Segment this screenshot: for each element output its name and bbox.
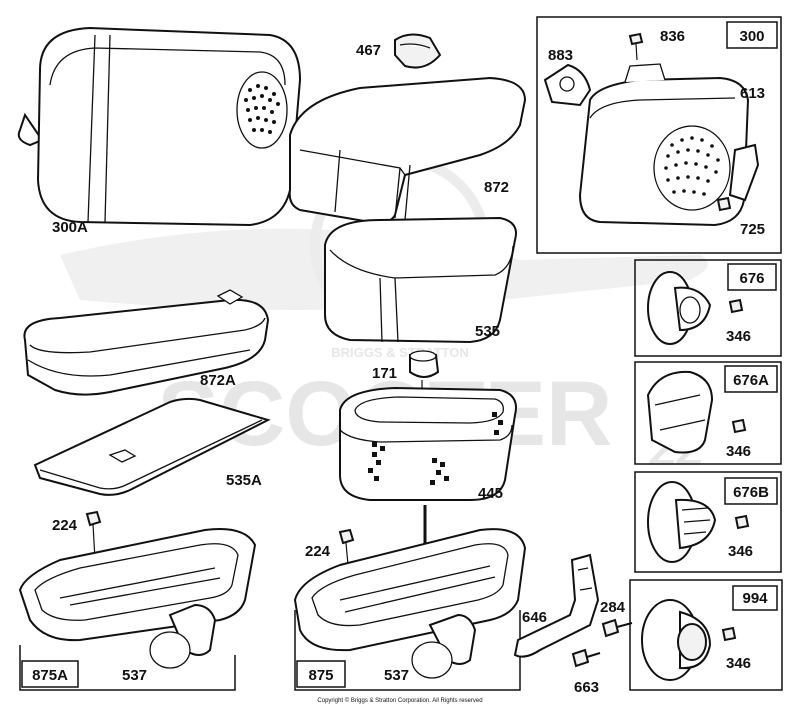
part-875A-base (18, 528, 257, 669)
part-663-screw: 663 (571, 648, 601, 696)
label-346-a: 346 (726, 328, 751, 345)
label-171: 171 (372, 365, 397, 382)
part-535A-filter: 535A (33, 397, 271, 496)
label-725: 725 (740, 221, 765, 238)
box-label-676: 676 (739, 270, 764, 287)
box-label-875: 875 (308, 667, 333, 684)
box-994: 994 346 (629, 579, 783, 691)
label-445: 445 (478, 485, 503, 502)
part-224-screw-center: 224 (305, 528, 355, 566)
part-646-bracket: 646 (513, 553, 600, 658)
label-537-left: 537 (122, 667, 147, 684)
label-883: 883 (548, 47, 573, 64)
box-676A: 676A 346 (634, 361, 782, 465)
box-label-994: 994 (742, 590, 768, 607)
part-224-screw-left: 224 (52, 510, 102, 561)
label-537-center: 537 (384, 667, 409, 684)
label-346-c: 346 (728, 543, 753, 560)
part-171-nut: 171 (372, 350, 440, 400)
part-535-foam: 535 (324, 216, 517, 344)
watermark-brand: BRIGGS & STRATTON (331, 345, 468, 360)
box-676: 676 346 (634, 259, 782, 357)
label-646: 646 (522, 609, 547, 626)
part-875-base (293, 505, 527, 679)
label-535A: 535A (226, 472, 262, 489)
label-346-b: 346 (726, 443, 751, 460)
label-224-center: 224 (305, 543, 331, 560)
label-346-d: 346 (726, 655, 751, 672)
box-676B: 676B 346 (634, 471, 782, 573)
part-284-screw: 284 (600, 599, 633, 638)
label-535: 535 (475, 323, 500, 340)
label-836: 836 (660, 28, 685, 45)
box-label-875A: 875A (32, 667, 68, 684)
box-300: 300 883 836 613 725 (536, 16, 782, 254)
label-872: 872 (484, 179, 509, 196)
box-875A: 875A 537 (19, 645, 236, 691)
copyright-notice: Copyright © Briggs & Stratton Corporatio… (317, 697, 482, 704)
box-label-300: 300 (739, 28, 764, 45)
part-300A-cover: 300A (17, 26, 302, 236)
label-300A: 300A (52, 219, 88, 236)
label-467: 467 (356, 42, 381, 59)
label-284: 284 (600, 599, 626, 616)
box-label-676A: 676A (733, 372, 769, 389)
box-label-676B: 676B (733, 484, 769, 501)
label-663: 663 (574, 679, 599, 696)
part-445-filter: 445 (339, 386, 517, 502)
part-872-cover: 872 (288, 76, 527, 224)
part-467-knob: 467 (356, 33, 442, 109)
label-613: 613 (740, 85, 765, 102)
part-872A-cover: 872A (23, 289, 270, 396)
label-872A: 872A (200, 372, 236, 389)
label-224-left: 224 (52, 517, 78, 534)
